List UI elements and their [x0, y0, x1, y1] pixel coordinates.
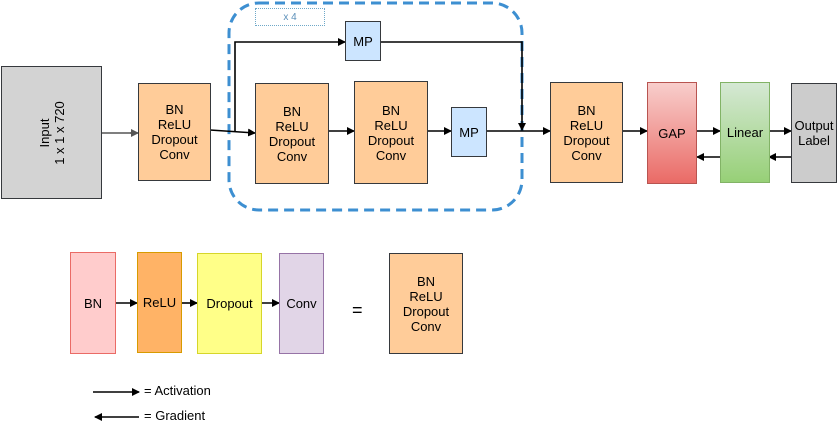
activation-key-label: = Activation: [144, 383, 211, 398]
arrow-block1-to-block2: [209, 128, 256, 137]
input-label: Input 1 x 1 x 720: [36, 100, 67, 165]
legend-equals-sign: =: [352, 300, 363, 320]
gap-block: GAP: [647, 82, 697, 184]
legend-dropout-block: Dropout: [197, 253, 262, 354]
composite-block-4: BN ReLU Dropout Conv: [550, 82, 623, 183]
legend-bn-block: BN: [70, 252, 116, 354]
output-block: Output Label: [791, 83, 837, 183]
composite-block-2: BN ReLU Dropout Conv: [255, 83, 329, 184]
linear-block: Linear: [720, 82, 770, 183]
maxpool-skip-block: MP: [345, 21, 381, 61]
legend-composite-block: BN ReLU Dropout Conv: [389, 253, 463, 354]
composite-block-1: BN ReLU Dropout Conv: [138, 83, 211, 181]
arrow-skip-to-mp: [234, 38, 346, 131]
input-block: Input 1 x 1 x 720: [1, 66, 102, 199]
arrow-mp-skip-down: [381, 41, 526, 131]
repeat-count-label: x 4: [255, 8, 325, 26]
legend-relu-block: ReLU: [137, 252, 182, 353]
legend-conv-block: Conv: [279, 253, 324, 354]
gradient-key-label: = Gradient: [144, 408, 206, 423]
maxpool-block: MP: [451, 107, 487, 157]
composite-block-3: BN ReLU Dropout Conv: [354, 81, 428, 184]
